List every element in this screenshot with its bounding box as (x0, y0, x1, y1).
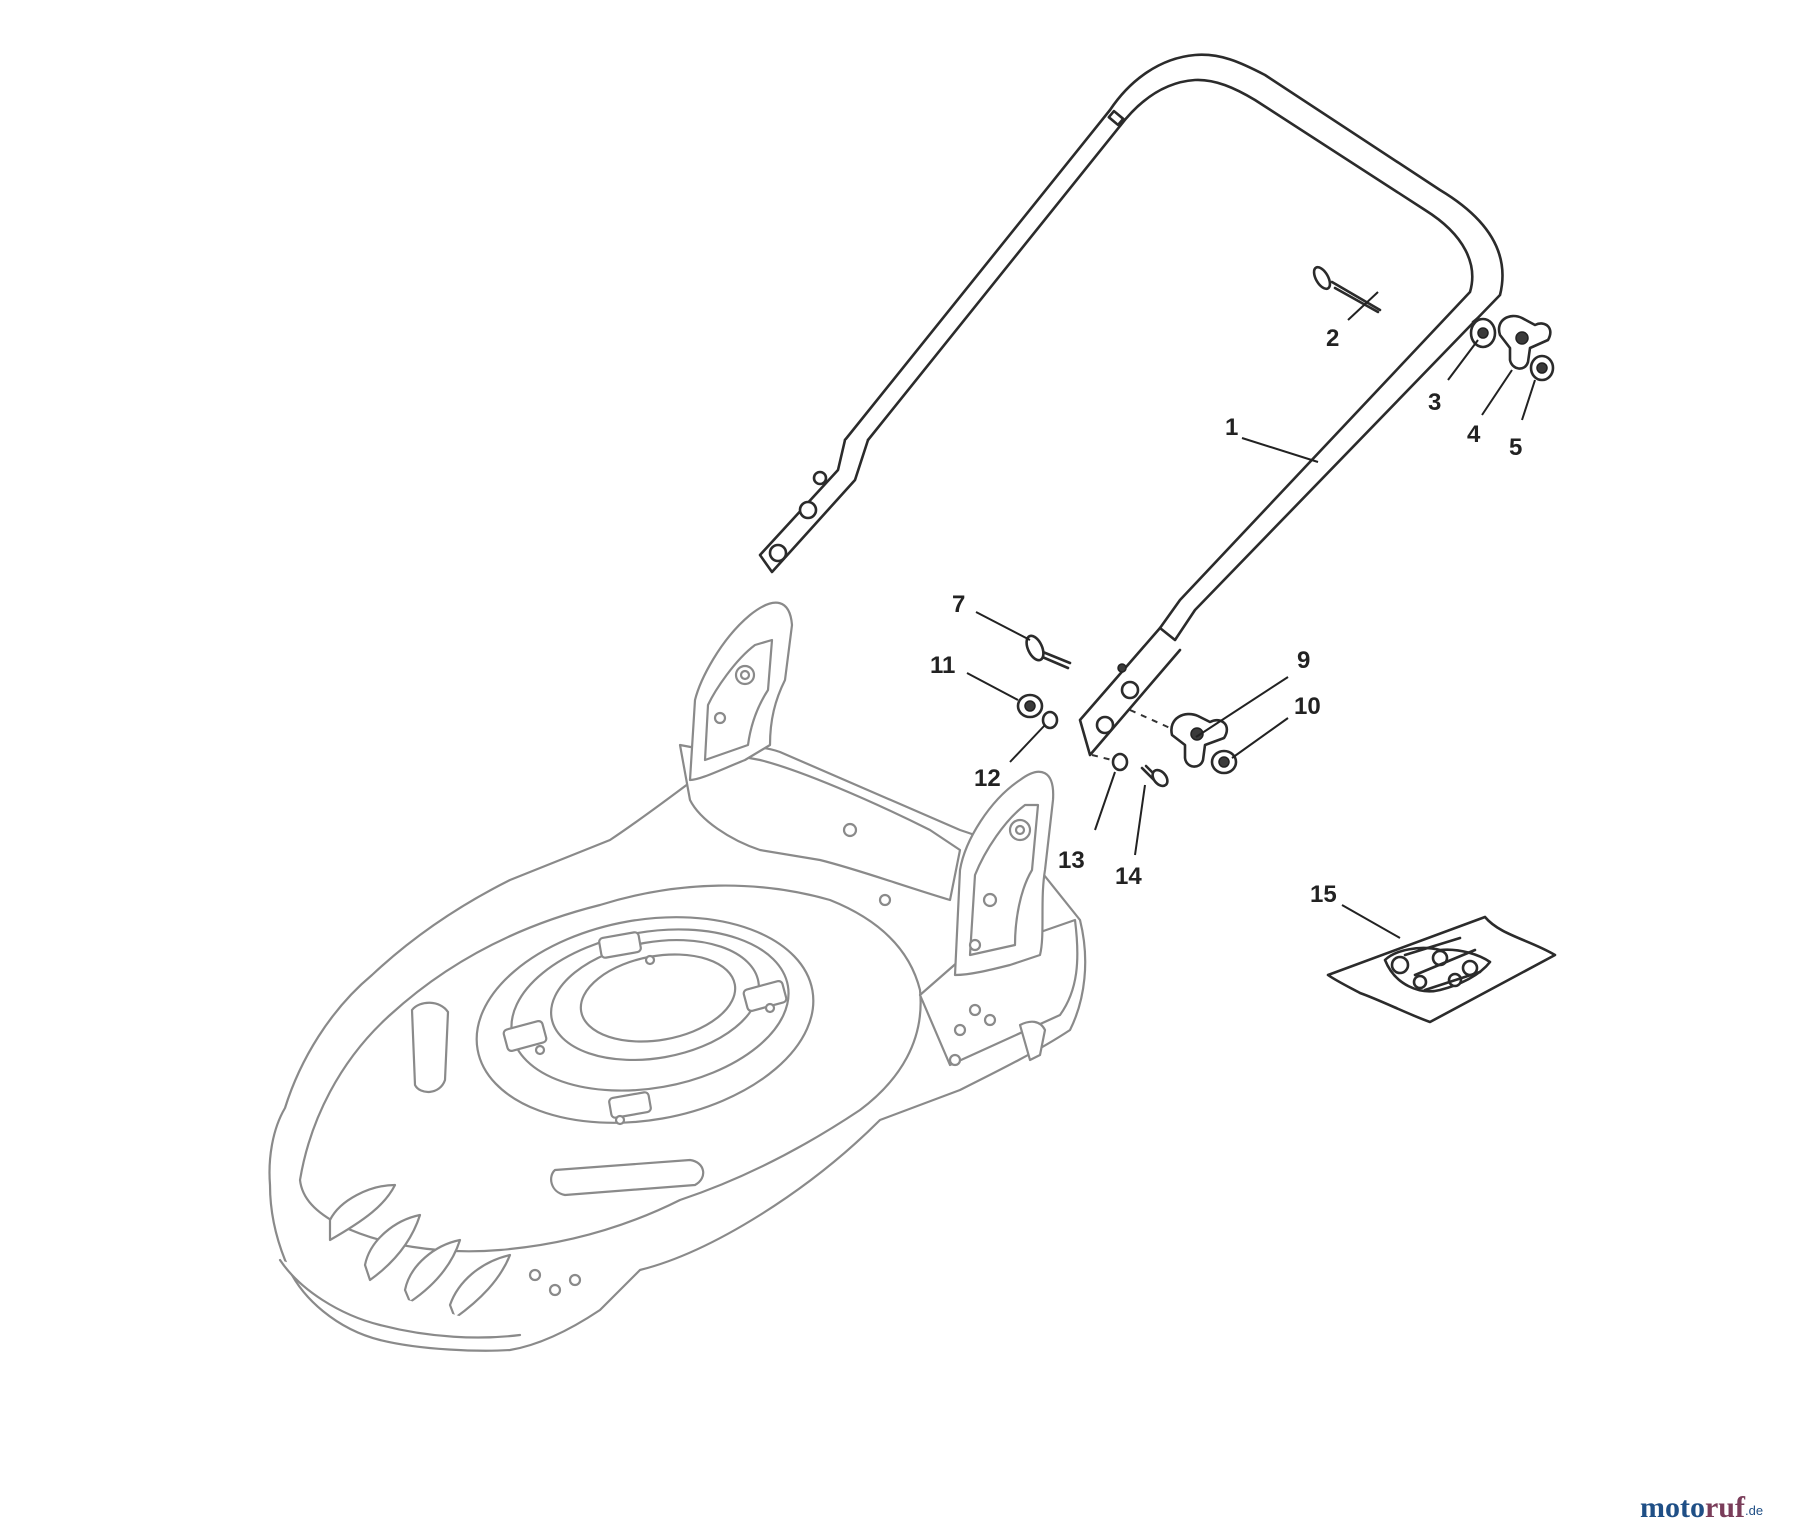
callout-1: 1 (1225, 414, 1238, 441)
callout-3: 3 (1428, 389, 1441, 416)
callout-9: 9 (1297, 647, 1310, 674)
part-13-washer (1111, 752, 1129, 772)
callout-15: 15 (1310, 881, 1337, 908)
handle-bracket-left (688, 601, 794, 782)
handle-bracket-right (953, 770, 1055, 977)
leader-lines (966, 291, 1536, 939)
part-3-washer (1469, 316, 1497, 349)
callout-7: 7 (952, 591, 965, 618)
callout-14: 14 (1115, 863, 1142, 890)
part-7-bolt (1025, 634, 1072, 670)
part-15-hardware-bag (1326, 915, 1557, 1024)
callout-5: 5 (1509, 434, 1522, 461)
part-11-nut (1016, 693, 1044, 719)
mower-deck (268, 743, 1087, 1352)
part-9-knob (1170, 712, 1229, 768)
callout-4: 4 (1467, 421, 1481, 448)
callout-11: 11 (930, 652, 955, 679)
callouts: 1 2 3 4 5 7 9 10 11 12 13 14 15 (930, 325, 1522, 908)
part-14-bolt (1140, 764, 1169, 788)
part-12-washer (1041, 710, 1059, 730)
callout-10: 10 (1294, 693, 1321, 720)
handle-bar (758, 53, 1504, 757)
watermark-suffix: .de (1745, 1503, 1763, 1518)
assembly-line (1129, 709, 1171, 729)
part-4-knob (1497, 314, 1552, 370)
part-10-nut (1210, 749, 1238, 775)
watermark-logo: motoruf.de (1640, 1491, 1763, 1524)
part-5-nut (1529, 354, 1555, 382)
callout-2: 2 (1326, 325, 1339, 352)
callout-13: 13 (1058, 847, 1085, 874)
watermark-text: motoruf.de (1640, 1491, 1763, 1524)
callout-12: 12 (974, 765, 1001, 792)
assembly-line (1091, 754, 1113, 761)
part-2-bolt (1312, 265, 1382, 314)
